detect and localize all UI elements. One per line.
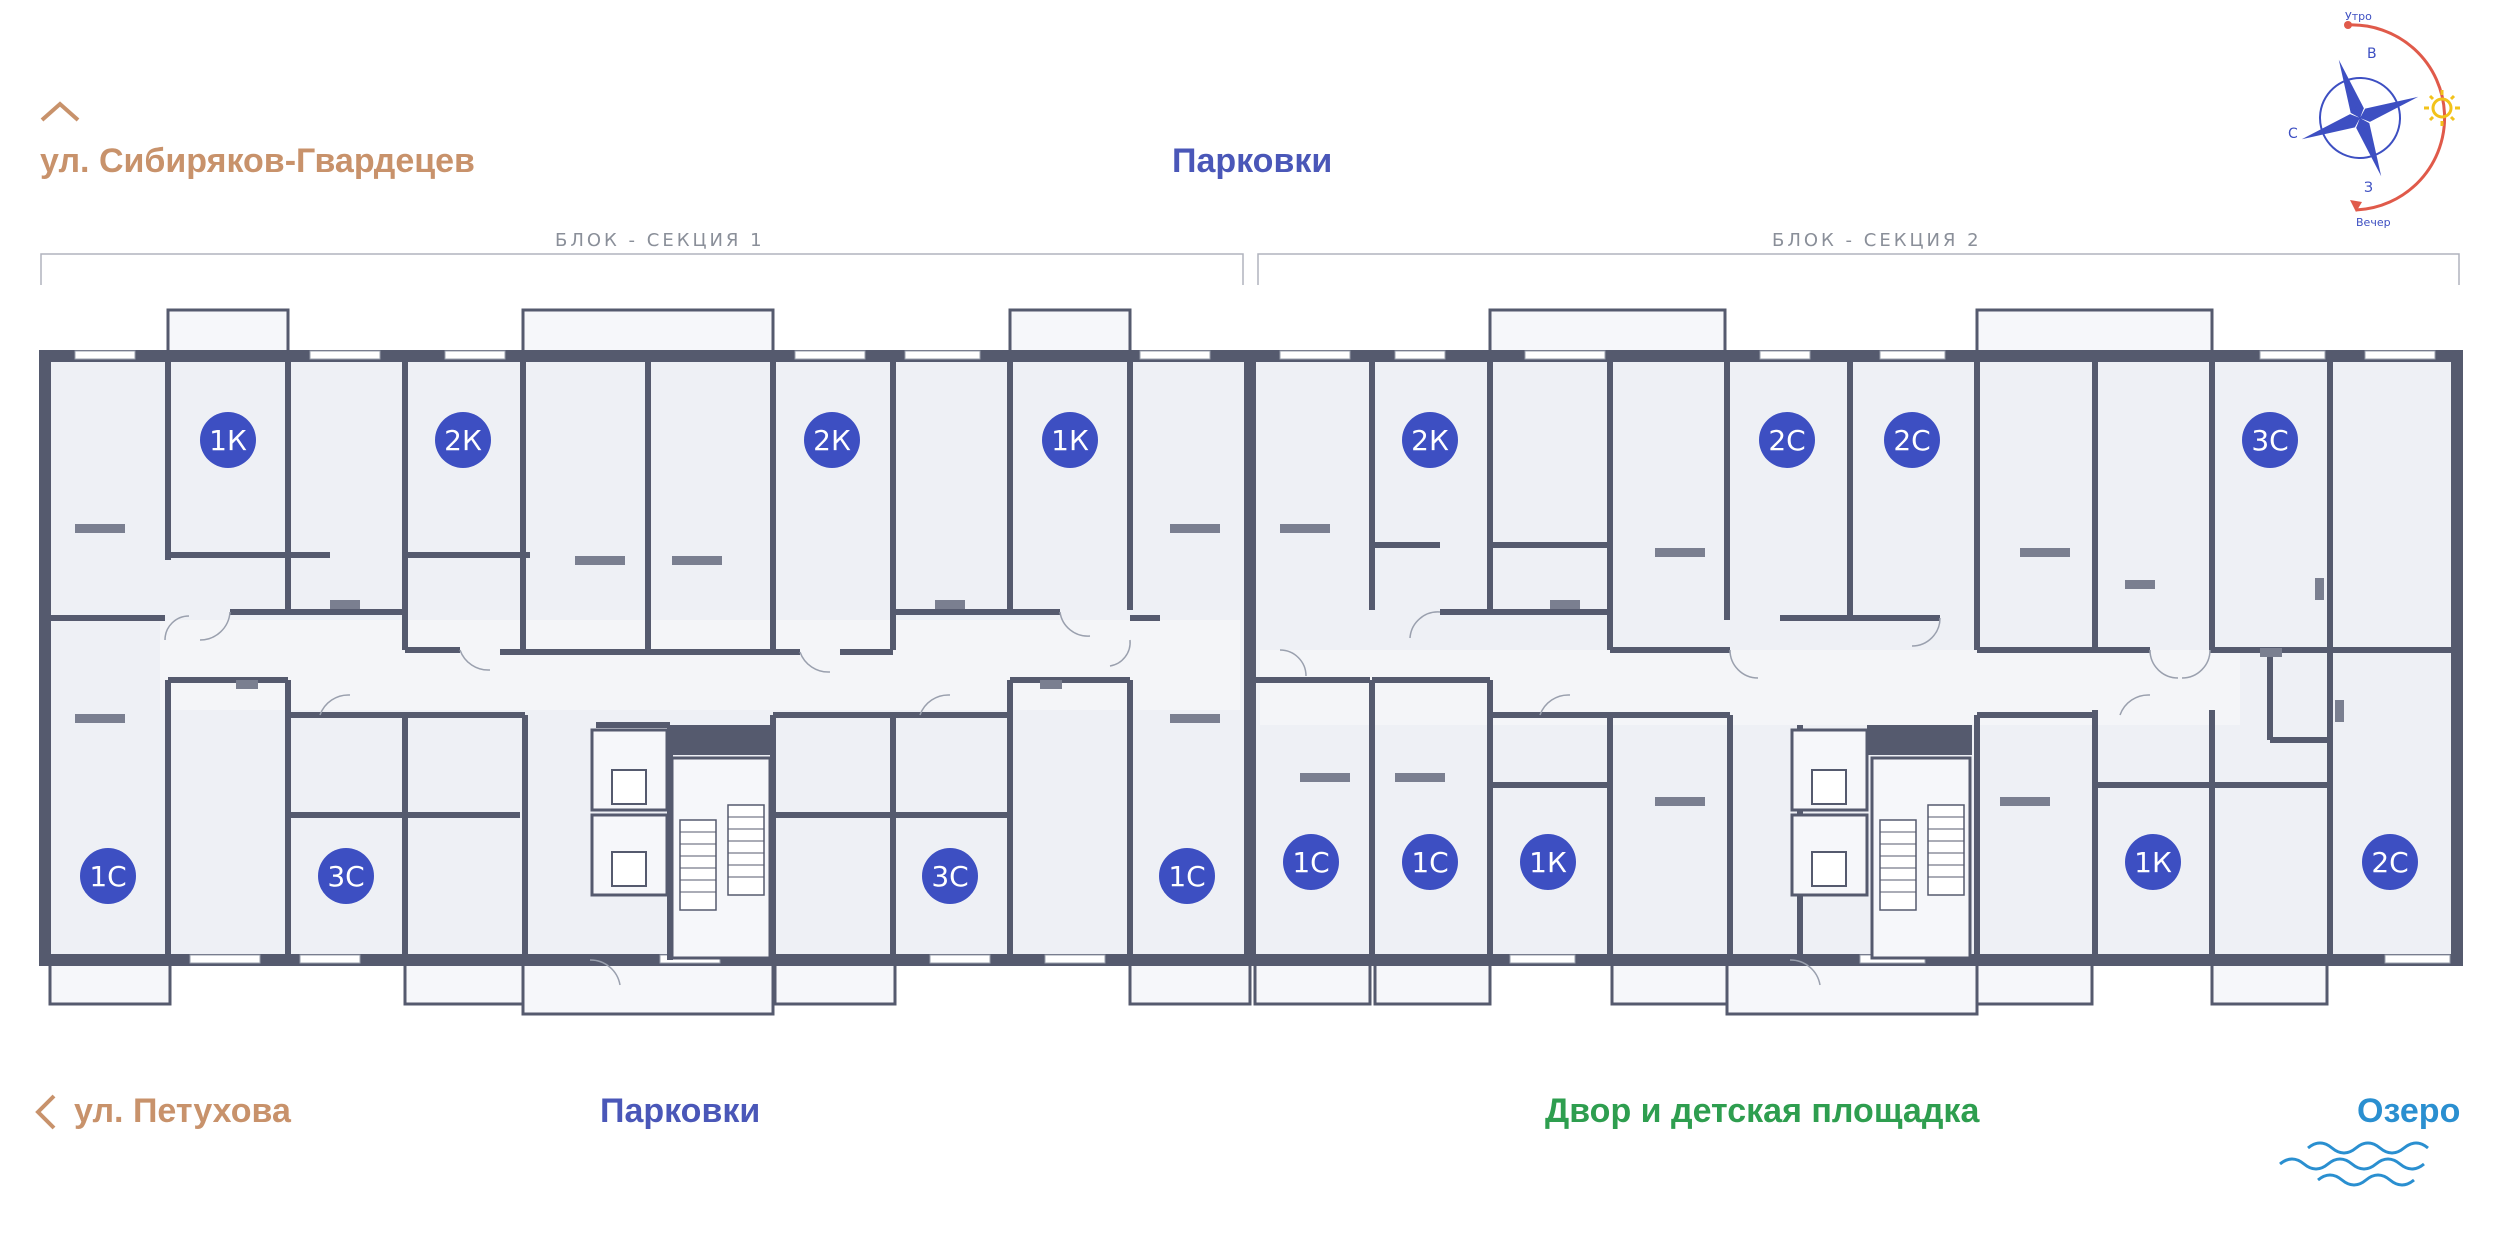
stair-elevator-1 bbox=[590, 725, 773, 960]
yard-label: Двор и детская площадка bbox=[1545, 1092, 1980, 1130]
apartment-badge[interactable] bbox=[922, 848, 978, 904]
compass-east: В bbox=[2367, 46, 2377, 62]
compass-evening: Вечер bbox=[2356, 216, 2391, 229]
apartment-badge[interactable] bbox=[1402, 412, 1458, 468]
apartment-type-label: 2К bbox=[1411, 424, 1449, 457]
apartment-type-label: 3С bbox=[327, 860, 364, 893]
parking-top-label: Парковки bbox=[1172, 142, 1333, 180]
apartment-type-label: 2С bbox=[1768, 424, 1805, 457]
apartment-type-label: 1К bbox=[1051, 424, 1089, 457]
apartment-type-label: 1С bbox=[89, 860, 126, 893]
apartment-badge[interactable] bbox=[804, 412, 860, 468]
stair-elevator-2 bbox=[1790, 725, 1972, 960]
apartment-badge[interactable] bbox=[1520, 834, 1576, 890]
apartment-badge[interactable] bbox=[2362, 834, 2418, 890]
apartment-badges-top: 1К 2К 2К 1К 2К 2С 2С 3С bbox=[200, 412, 2298, 468]
section-1-label: БЛОК - СЕКЦИЯ 1 bbox=[555, 230, 765, 251]
apartment-badge[interactable] bbox=[80, 848, 136, 904]
apartment-badge[interactable] bbox=[2125, 834, 2181, 890]
apartment-type-label: 2С bbox=[1893, 424, 1930, 457]
apartment-badge[interactable] bbox=[1402, 834, 1458, 890]
apartment-type-label: 1К bbox=[209, 424, 247, 457]
compass-icon: Утро Вечер В С З bbox=[2288, 10, 2460, 229]
apartment-type-label: 1К bbox=[1529, 846, 1567, 879]
apartment-badge[interactable] bbox=[2242, 412, 2298, 468]
apartment-badges-bottom: 1С 3С 3С 1С 1С 1С 1К 1К 2С bbox=[80, 834, 2418, 904]
apartment-badge[interactable] bbox=[1042, 412, 1098, 468]
apartment-type-label: 3С bbox=[931, 860, 968, 893]
lake-label: Озеро bbox=[2357, 1092, 2461, 1130]
apartment-badge[interactable] bbox=[318, 848, 374, 904]
street-top-label[interactable]: ул. Сибиряков-Гвардецев bbox=[40, 142, 475, 180]
apartment-type-label: 3С bbox=[2251, 424, 2288, 457]
compass-north: С bbox=[2288, 126, 2298, 142]
apartment-badge[interactable] bbox=[1283, 834, 1339, 890]
apartment-badge[interactable] bbox=[435, 412, 491, 468]
parking-bottom-label: Парковки bbox=[600, 1092, 761, 1130]
apartment-badge[interactable] bbox=[1884, 412, 1940, 468]
apartment-type-label: 1С bbox=[1168, 860, 1205, 893]
apartment-badge[interactable] bbox=[1759, 412, 1815, 468]
apartment-badge[interactable] bbox=[1159, 848, 1215, 904]
compass-west: З bbox=[2364, 180, 2373, 196]
apartment-badge[interactable] bbox=[200, 412, 256, 468]
apartment-type-label: 2К bbox=[444, 424, 482, 457]
apartment-type-label: 2К bbox=[813, 424, 851, 457]
lake-waves-icon bbox=[2279, 1141, 2429, 1187]
section-2-label: БЛОК - СЕКЦИЯ 2 bbox=[1772, 230, 1982, 251]
apartment-type-label: 1С bbox=[1411, 846, 1448, 879]
apartment-type-label: 2С bbox=[2371, 846, 2408, 879]
left-arrow-icon[interactable] bbox=[26, 1090, 66, 1140]
apartment-type-label: 1К bbox=[2134, 846, 2172, 879]
up-arrow-icon[interactable] bbox=[36, 96, 96, 136]
apartment-type-label: 1С bbox=[1292, 846, 1329, 879]
street-bottom-label[interactable]: ул. Петухова bbox=[74, 1092, 291, 1130]
compass-morning: Утро bbox=[2345, 10, 2372, 23]
